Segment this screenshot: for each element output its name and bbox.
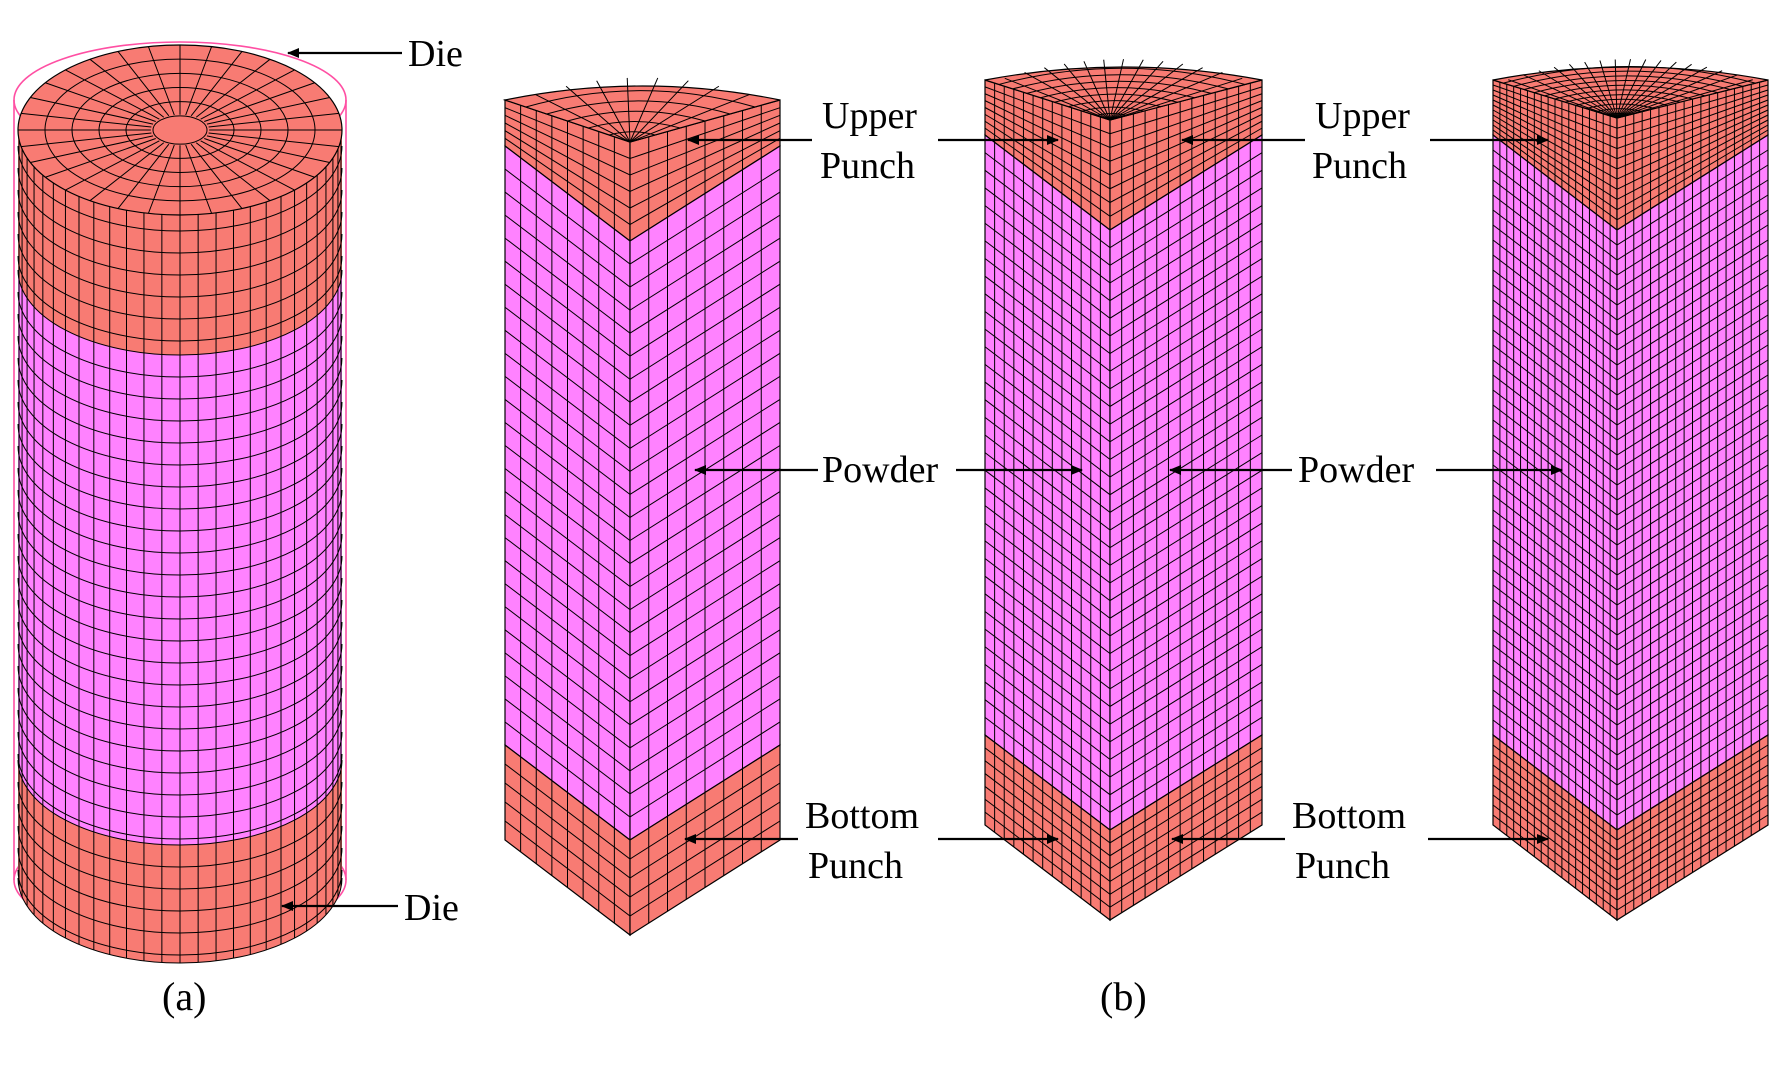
bottom-punch-label-line1: Bottom — [805, 795, 919, 837]
quarter-model-coarse — [502, 77, 781, 937]
die-top-label: Die — [408, 33, 463, 75]
bottom-punch-label-line2: Punch — [1295, 845, 1390, 887]
upper-punch-label-line2: Punch — [820, 145, 915, 187]
caption-b: (b) — [1100, 974, 1147, 1019]
upper-punch-label-line1: Upper — [822, 95, 917, 137]
labels-b-right: Upper Punch Powder Bottom Punch — [1169, 95, 1563, 887]
bottom-punch-label-line1: Bottom — [1292, 795, 1406, 837]
cylinder-model — [13, 41, 347, 964]
caption-a: (a) — [162, 974, 206, 1019]
powder-label: Powder — [1298, 449, 1414, 491]
quarter-model-fine — [1492, 59, 1769, 922]
bottom-punch-right-face — [1109, 733, 1263, 922]
upper-punch-label-line2: Punch — [1312, 145, 1407, 187]
cylinder-body — [17, 44, 343, 964]
quarter-model-medium — [984, 59, 1263, 922]
die-bottom-label: Die — [404, 887, 459, 929]
labels-b-left: Upper Punch Powder Bottom Punch — [684, 95, 1083, 887]
upper-punch-label-line1: Upper — [1315, 95, 1410, 137]
bottom-punch-label-line2: Punch — [808, 845, 903, 887]
labels-a: Die Die — [281, 33, 463, 929]
powder-label: Powder — [822, 449, 938, 491]
